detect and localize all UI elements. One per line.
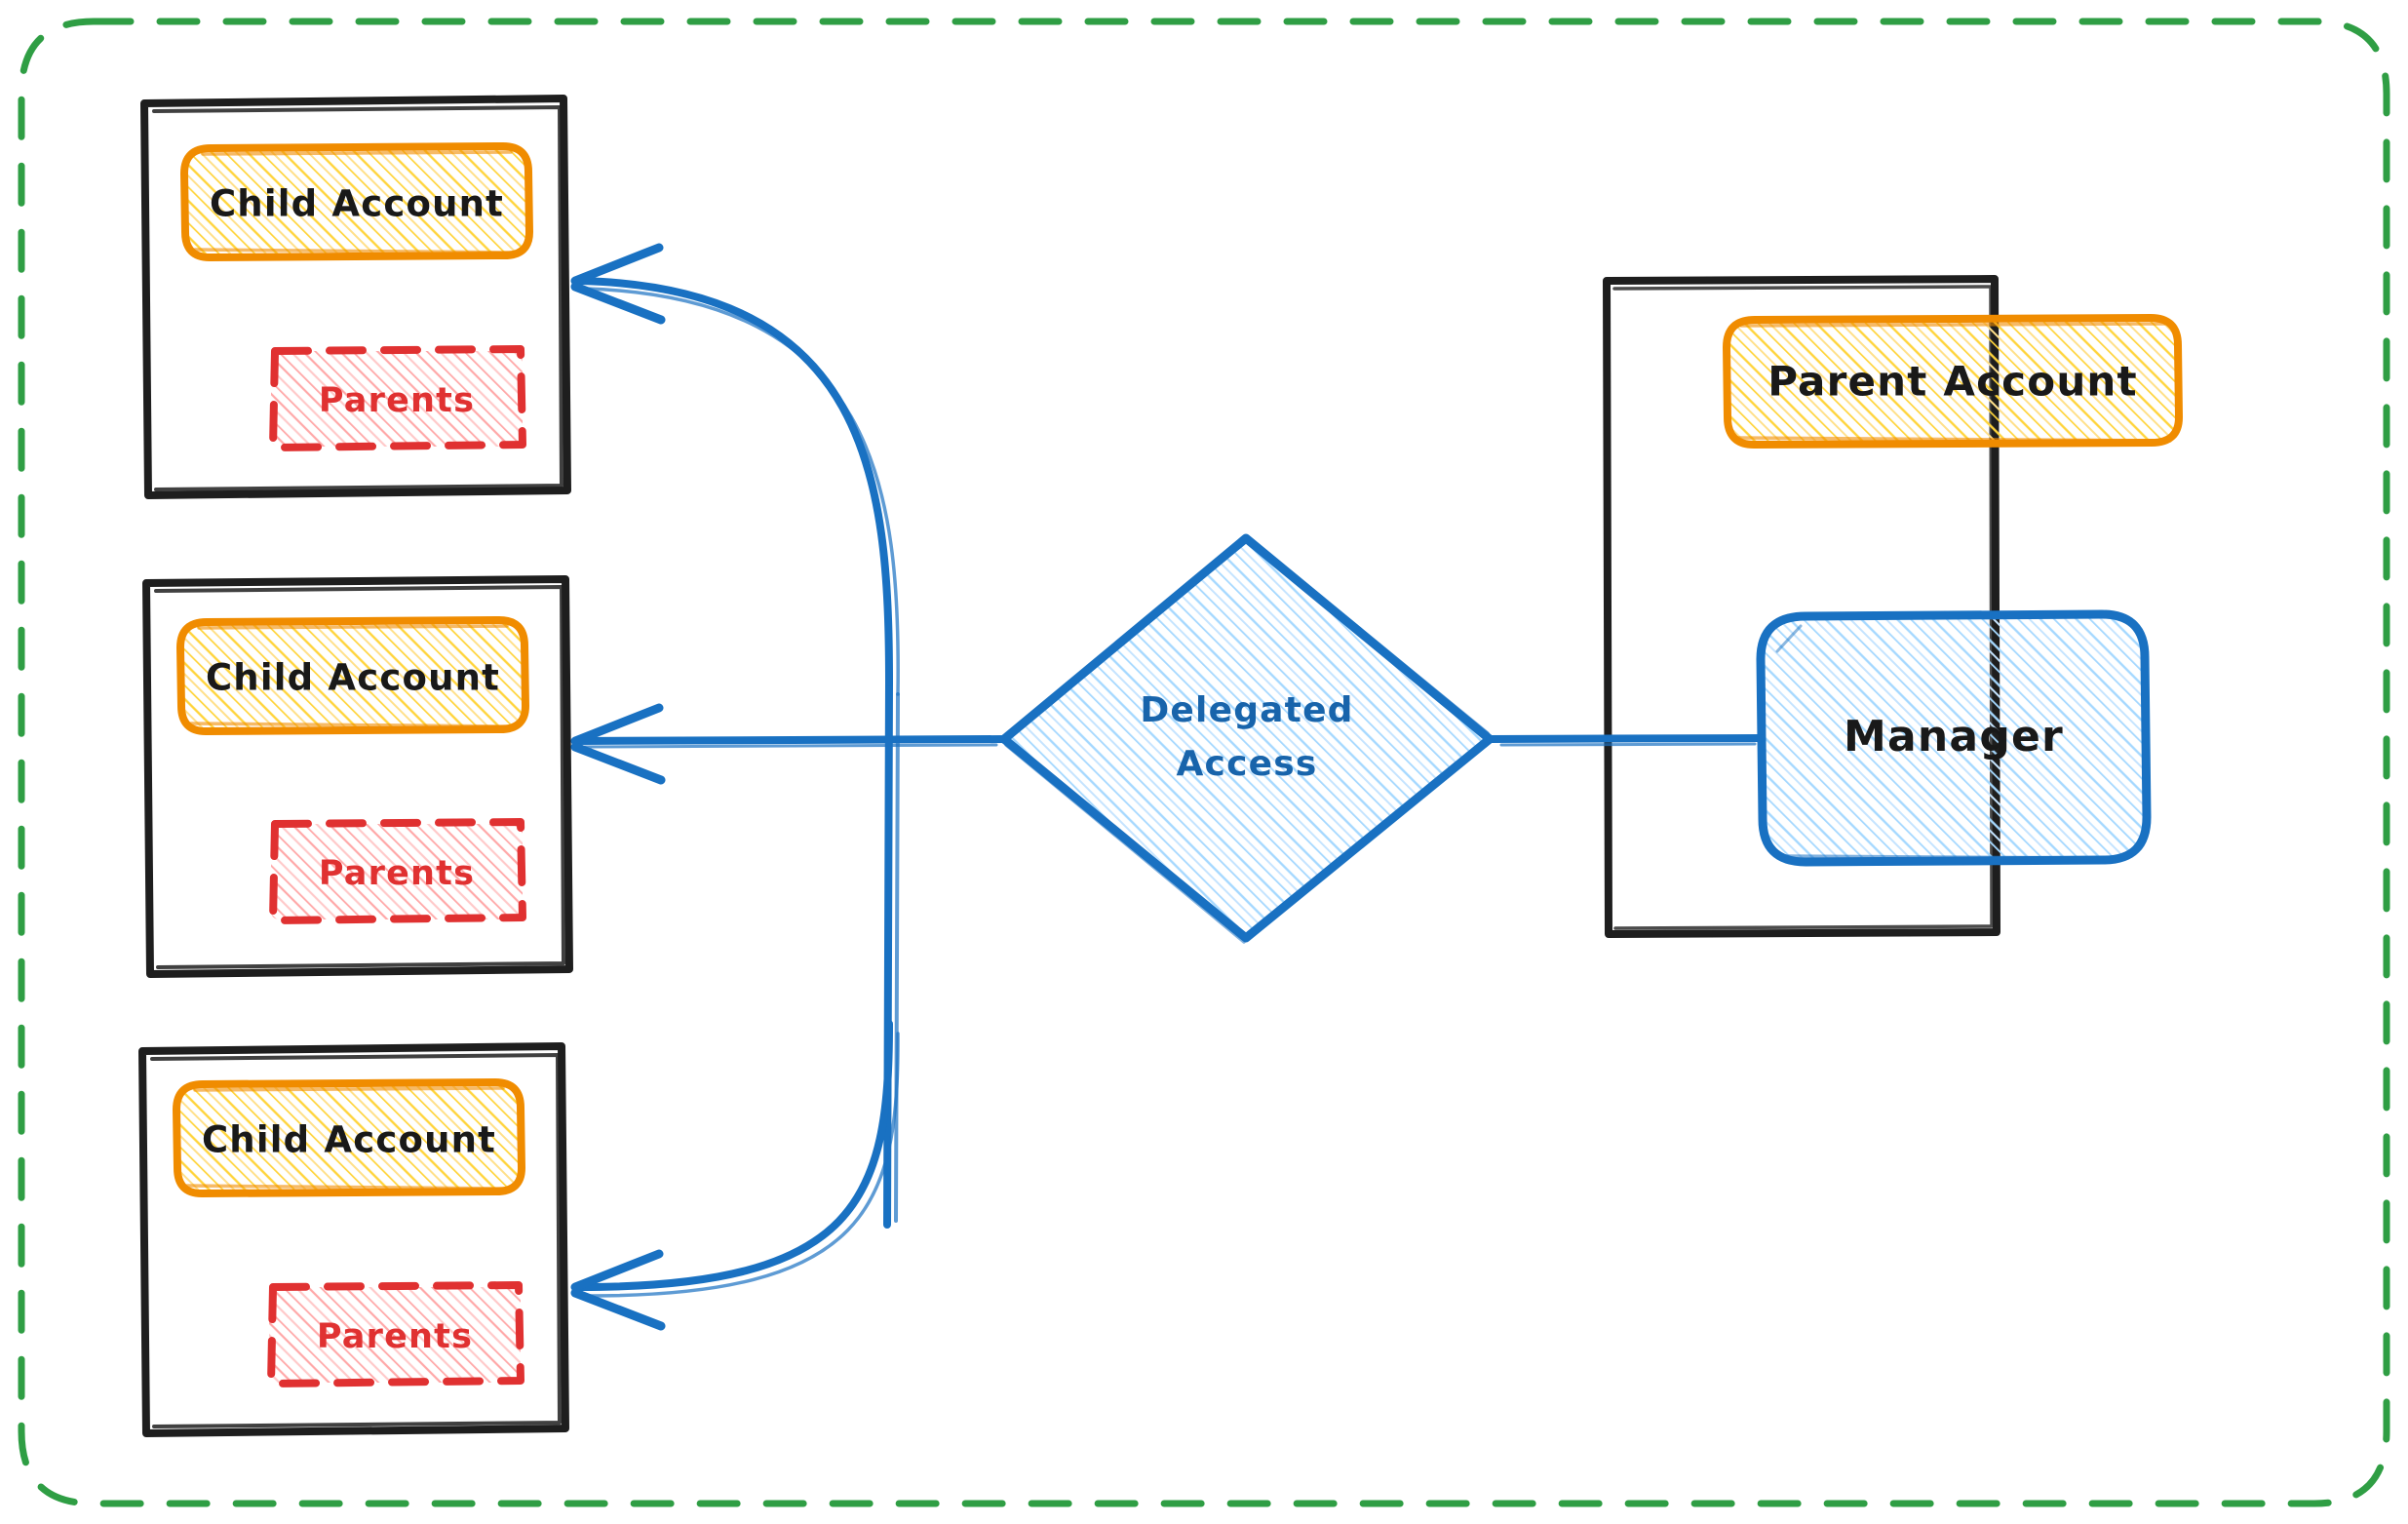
connectors: [570, 243, 1765, 1331]
parents-box-3[interactable]: Parents: [267, 1281, 524, 1387]
delegated-access-diamond[interactable]: Delegated Access: [999, 533, 1495, 944]
organization-boundary: [18, 18, 2390, 1507]
child-account-pill-3[interactable]: Child Account: [173, 1078, 525, 1197]
parent-account-container[interactable]: Parent Account Manager: [1603, 275, 2183, 938]
child-account-box-1[interactable]: Child Account Parents: [140, 95, 571, 499]
connector-to-child-2: [570, 703, 1008, 785]
connector-trunk: [883, 679, 900, 1229]
connector-to-child-1: [570, 243, 900, 696]
connector-manager-to-diamond: [1486, 734, 1765, 747]
connector-to-child-3: [570, 1020, 900, 1331]
child-account-box-2[interactable]: Child Account Parents: [142, 575, 573, 978]
manager-box[interactable]: Manager: [1756, 609, 2152, 867]
child-account-box-3[interactable]: Child Account Parents: [138, 1042, 569, 1437]
child-account-pill-2[interactable]: Child Account: [176, 616, 529, 735]
child-account-pill-1[interactable]: Child Account: [180, 142, 533, 261]
parents-box-2[interactable]: Parents: [269, 818, 526, 924]
parent-account-pill[interactable]: Parent Account: [1723, 314, 2183, 449]
parents-box-1[interactable]: Parents: [269, 345, 526, 451]
